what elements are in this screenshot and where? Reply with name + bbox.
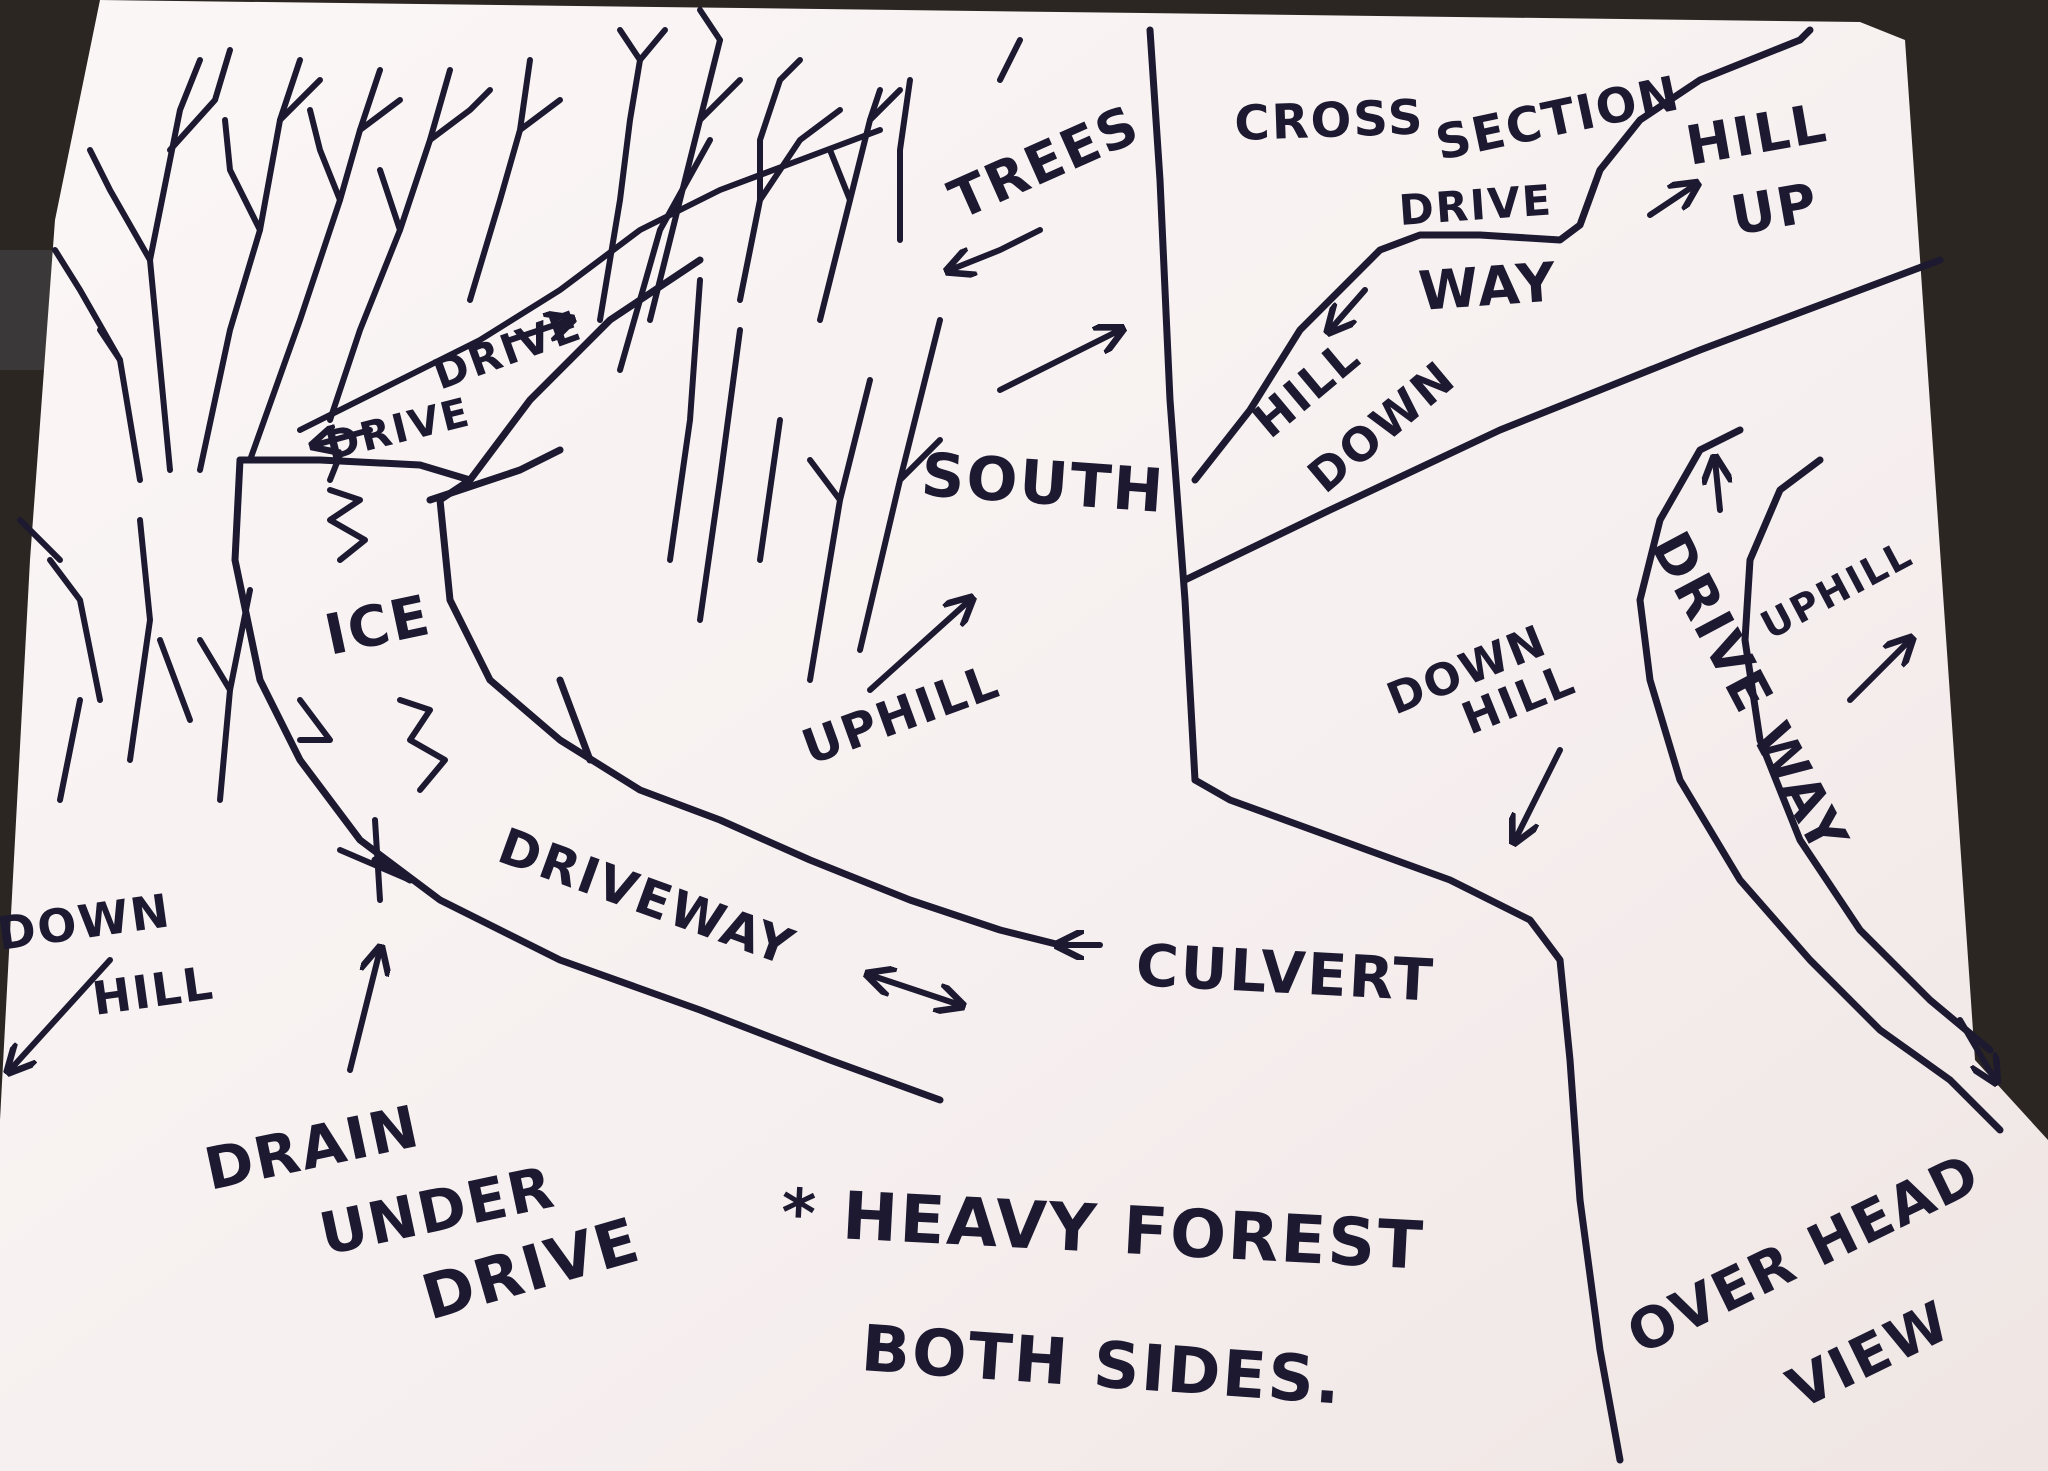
hill-up-line2: UP — [1726, 171, 1823, 248]
panel-dividers — [1146, 26, 1944, 1464]
cross-section-drawing — [1191, 26, 1814, 484]
cross-drive-line1: DRIVE — [1397, 175, 1554, 235]
overhead-downhill-arrow — [1515, 747, 1563, 840]
overhead-driveway-drawing — [1515, 426, 2004, 1134]
trees-drawing — [17, 7, 1023, 803]
south-arrow — [997, 330, 1120, 393]
driveway-drawing — [231, 256, 1064, 1104]
hill-down-arrow — [1330, 287, 1368, 330]
overhead-uphill-arrow — [1847, 640, 1910, 703]
driveway-double-arrow — [870, 975, 960, 1005]
south-label: SOUTH — [919, 440, 1167, 527]
hill-up-arrow — [1647, 185, 1695, 218]
drive-arrow-right — [507, 320, 570, 343]
drain-arrow — [347, 950, 380, 1073]
cross-section-title-line1: CROSS — [1233, 89, 1425, 152]
cross-drive-line2: WAY — [1417, 250, 1560, 323]
overhead-bottom-arrow — [1957, 1017, 1995, 1080]
uphill-arrow — [867, 600, 970, 693]
culvert-label: CULVERT — [1134, 931, 1436, 1015]
ice-marks — [297, 452, 448, 793]
drive-arrow-left — [315, 430, 373, 445]
trees-arrow — [950, 227, 1043, 270]
culvert-x — [337, 817, 413, 903]
overhead-top-arrow — [1715, 460, 1720, 513]
left-arrows — [10, 227, 1120, 1073]
downhill-left-arrow — [10, 957, 113, 1070]
